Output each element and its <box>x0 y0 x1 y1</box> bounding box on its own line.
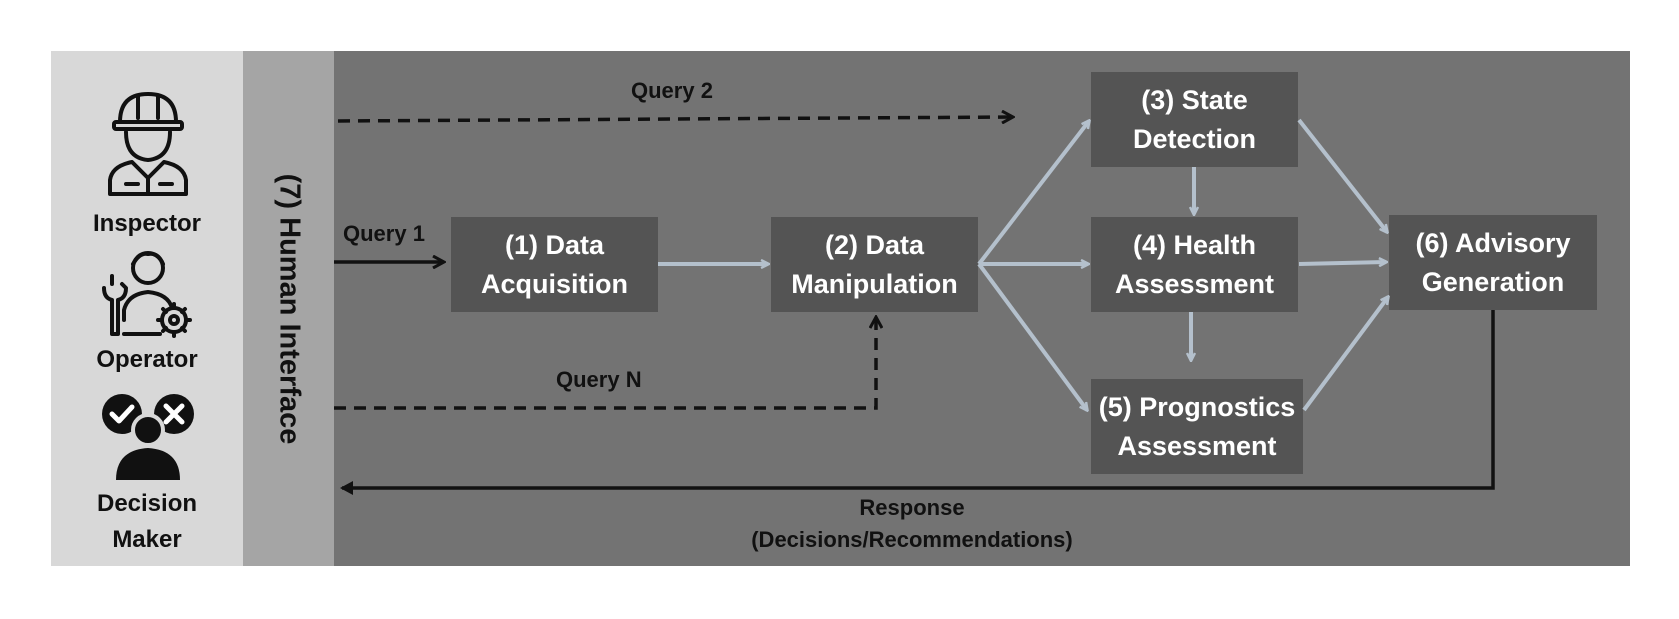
human-interface-panel <box>243 51 334 566</box>
operator-wrench-gear-icon <box>102 251 192 338</box>
arrow-manipulation-to-state <box>977 121 1089 266</box>
user-label-operator: Operator <box>96 346 198 373</box>
arrow-query-n <box>334 318 876 410</box>
response-label: Response (Decisions/Recommendations) <box>751 495 1073 552</box>
users-panel <box>51 51 243 566</box>
arrow-query-2 <box>337 117 1012 121</box>
node-health-assessment: (4) Health Assessment <box>1091 217 1298 312</box>
node-prognostics-assessment: (5) Prognostics Assessment <box>1091 379 1303 474</box>
user-label-inspector: Inspector <box>92 210 202 237</box>
node-data-manipulation: (2) Data Manipulation <box>771 217 978 312</box>
arrow-response <box>340 310 1495 495</box>
arrow-manipulation-to-prognostics <box>977 262 1087 410</box>
node-advisory-generation: (6) Advisory Generation <box>1389 215 1597 310</box>
user-label-decision-maker: Decision Maker <box>96 490 198 553</box>
arrow-state-to-advisory <box>1297 118 1387 232</box>
arrow-health-to-advisory <box>1298 262 1386 264</box>
node-state-detection: (3) State Detection <box>1091 72 1298 167</box>
node-data-acquisition: (1) Data Acquisition <box>451 217 658 312</box>
inspector-hardhat-icon <box>108 92 188 196</box>
query-2-label: Query 2 <box>631 78 713 103</box>
query-1-label: Query 1 <box>343 221 425 246</box>
query-n-label: Query N <box>556 367 642 392</box>
decision-maker-check-cross-icon <box>102 394 194 480</box>
arrow-prognostics-to-advisory <box>1302 297 1388 412</box>
